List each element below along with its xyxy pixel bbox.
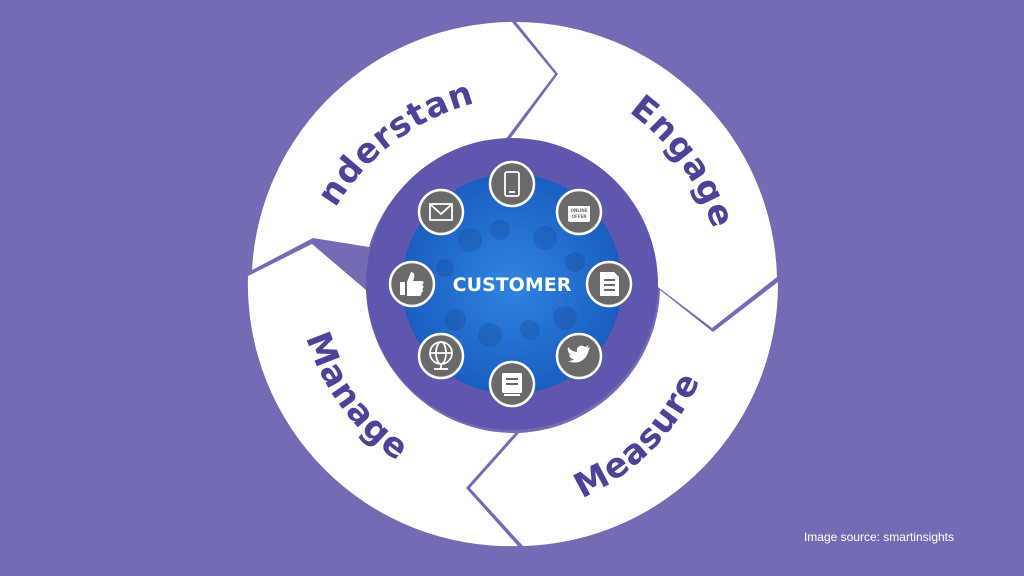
center-label: CUSTOMER <box>453 274 572 296</box>
email-icon <box>417 188 465 236</box>
book-icon <box>488 360 536 408</box>
twitter-icon <box>555 332 603 380</box>
svg-text:ONLINE: ONLINE <box>571 208 588 213</box>
mobile-icon <box>488 160 536 208</box>
segment-measure <box>470 282 779 546</box>
online-offer-icon: ONLINE OFFER <box>555 188 603 236</box>
globe-icon <box>417 332 465 380</box>
segment-understand <box>252 22 555 270</box>
segment-engage <box>510 22 777 328</box>
svg-text:OFFER: OFFER <box>572 214 587 219</box>
image-source-caption: Image source: smartinsights <box>803 530 954 544</box>
thumbs-up-icon <box>388 260 436 308</box>
segment-manage <box>247 244 518 547</box>
html-document-icon <box>585 260 633 308</box>
customer-faces-pattern <box>436 220 585 347</box>
